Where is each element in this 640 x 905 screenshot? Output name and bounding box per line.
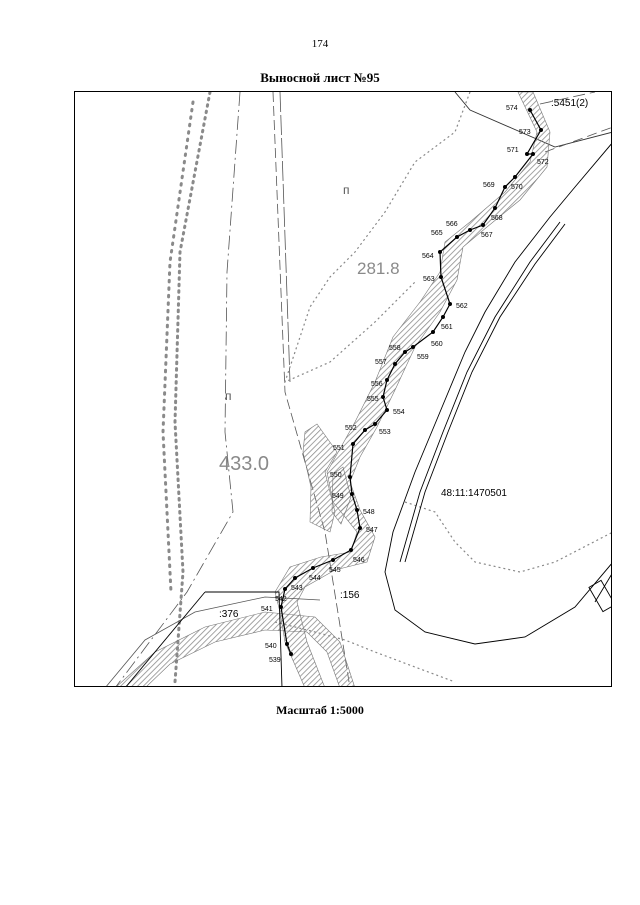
- parcel-label-156: :156: [340, 590, 360, 601]
- boundary-point-label-547: 547: [366, 527, 378, 534]
- boundary-point-label-566: 566: [446, 221, 458, 228]
- boundary-point-573: [539, 128, 543, 132]
- boundary-point-label-569: 569: [483, 182, 495, 189]
- boundary-point-label-563: 563: [423, 276, 435, 283]
- boundary-point-549: [350, 492, 354, 496]
- boundary-point-label-567: 567: [481, 232, 493, 239]
- boundary-point-label-559: 559: [417, 354, 429, 361]
- boundary-point-label-571: 571: [507, 147, 519, 154]
- boundary-point-label-574: 574: [506, 105, 518, 112]
- boundary-point-label-546: 546: [353, 557, 365, 564]
- boundary-point-539: [289, 652, 293, 656]
- scale-label: Масштаб 1:5000: [276, 703, 364, 717]
- boundary-point-label-556: 556: [371, 381, 383, 388]
- boundary-point-label-564: 564: [422, 253, 434, 260]
- sheet-title: Выносной лист №95: [260, 70, 380, 85]
- boundary-point-564: [438, 250, 442, 254]
- boundary-point-554: [385, 408, 389, 412]
- boundary-point-547: [358, 526, 362, 530]
- boundary-point-542: [283, 587, 287, 591]
- boundary-point-label-555: 555: [367, 396, 379, 403]
- boundary-point-556: [385, 378, 389, 382]
- boundary-point-label-550: 550: [330, 472, 342, 479]
- boundary-point-label-552: 552: [345, 425, 357, 432]
- boundary-point-label-554: 554: [393, 409, 405, 416]
- parcel-label-376: :376: [219, 609, 239, 620]
- boundary-point-label-540: 540: [265, 643, 277, 650]
- boundary-point-555: [381, 395, 385, 399]
- boundary-point-label-544: 544: [309, 575, 321, 582]
- boundary-point-565: [455, 235, 459, 239]
- boundary-point-label-573: 573: [519, 129, 531, 136]
- boundary-point-label-549: 549: [332, 493, 344, 500]
- parcel-label-main: 48:11:1470501: [441, 488, 507, 499]
- dotted-outlines: [274, 92, 611, 683]
- boundary-point-560: [431, 330, 435, 334]
- land-category-mark-1: п: [343, 183, 350, 197]
- boundary-point-562: [448, 302, 452, 306]
- boundary-point-558: [403, 350, 407, 354]
- boundary-point-543: [293, 576, 297, 580]
- boundary-point-546: [349, 548, 353, 552]
- boundary-point-label-557: 557: [375, 359, 387, 366]
- boundary-point-568: [493, 206, 497, 210]
- boundary-point-label-570: 570: [511, 184, 523, 191]
- boundary-point-label-565: 565: [431, 230, 443, 237]
- boundary-line: [280, 109, 542, 655]
- parcel-boundaries: [126, 143, 611, 686]
- area-label-281: 281.8: [357, 259, 400, 278]
- boundary-point-569: [503, 185, 507, 189]
- area-label-433: 433.0: [219, 453, 269, 475]
- boundary-point-570: [513, 175, 517, 179]
- boundary-point-557: [393, 362, 397, 366]
- stream-band: [274, 92, 551, 686]
- boundary-point-label-542: 542: [275, 596, 287, 603]
- boundary-point-571: [525, 152, 529, 156]
- boundary-point-label-543: 543: [291, 585, 303, 592]
- boundary-point-label-568: 568: [491, 215, 503, 222]
- boundary-point-552: [363, 428, 367, 432]
- boundary-point-label-562: 562: [456, 303, 468, 310]
- boundary-point-label-551: 551: [333, 445, 345, 452]
- boundary-point-559: [411, 345, 415, 349]
- boundary-point-548: [355, 508, 359, 512]
- boundary-point-566: [468, 228, 472, 232]
- boundary-point-563: [439, 275, 443, 279]
- boundary-point-label-553: 553: [379, 429, 391, 436]
- boundary-point-label-560: 560: [431, 341, 443, 348]
- parcel-label-5451: :5451(2): [551, 98, 588, 109]
- land-category-mark-2: п: [225, 389, 232, 403]
- boundary-point-574: [528, 108, 532, 112]
- boundary-point-label-539: 539: [269, 657, 281, 664]
- boundary-point-551: [351, 442, 355, 446]
- boundary-point-label-572: 572: [537, 159, 549, 166]
- boundary-point-label-561: 561: [441, 324, 453, 331]
- boundary-point-label-545: 545: [329, 567, 341, 574]
- map-labels: 48:11:1470501 :5451(2) :376 :156 433.0 2…: [219, 98, 588, 620]
- boundary-point-572: [531, 152, 535, 156]
- boundary-point-label-558: 558: [389, 345, 401, 352]
- page-number: 174: [311, 38, 329, 50]
- boundary-point-540: [285, 642, 289, 646]
- dotted-belt-left: [161, 92, 212, 684]
- boundary-point-label-541: 541: [261, 606, 273, 613]
- boundary-point-541: [279, 605, 283, 609]
- boundary-point-544: [311, 566, 315, 570]
- boundary-point-567: [481, 223, 485, 227]
- boundary-point-553: [373, 422, 377, 426]
- dash-lines: [116, 92, 611, 686]
- boundary-point-561: [441, 315, 445, 319]
- boundary-point-label-548: 548: [363, 509, 375, 516]
- boundary-point-550: [348, 475, 352, 479]
- boundary-point-545: [331, 558, 335, 562]
